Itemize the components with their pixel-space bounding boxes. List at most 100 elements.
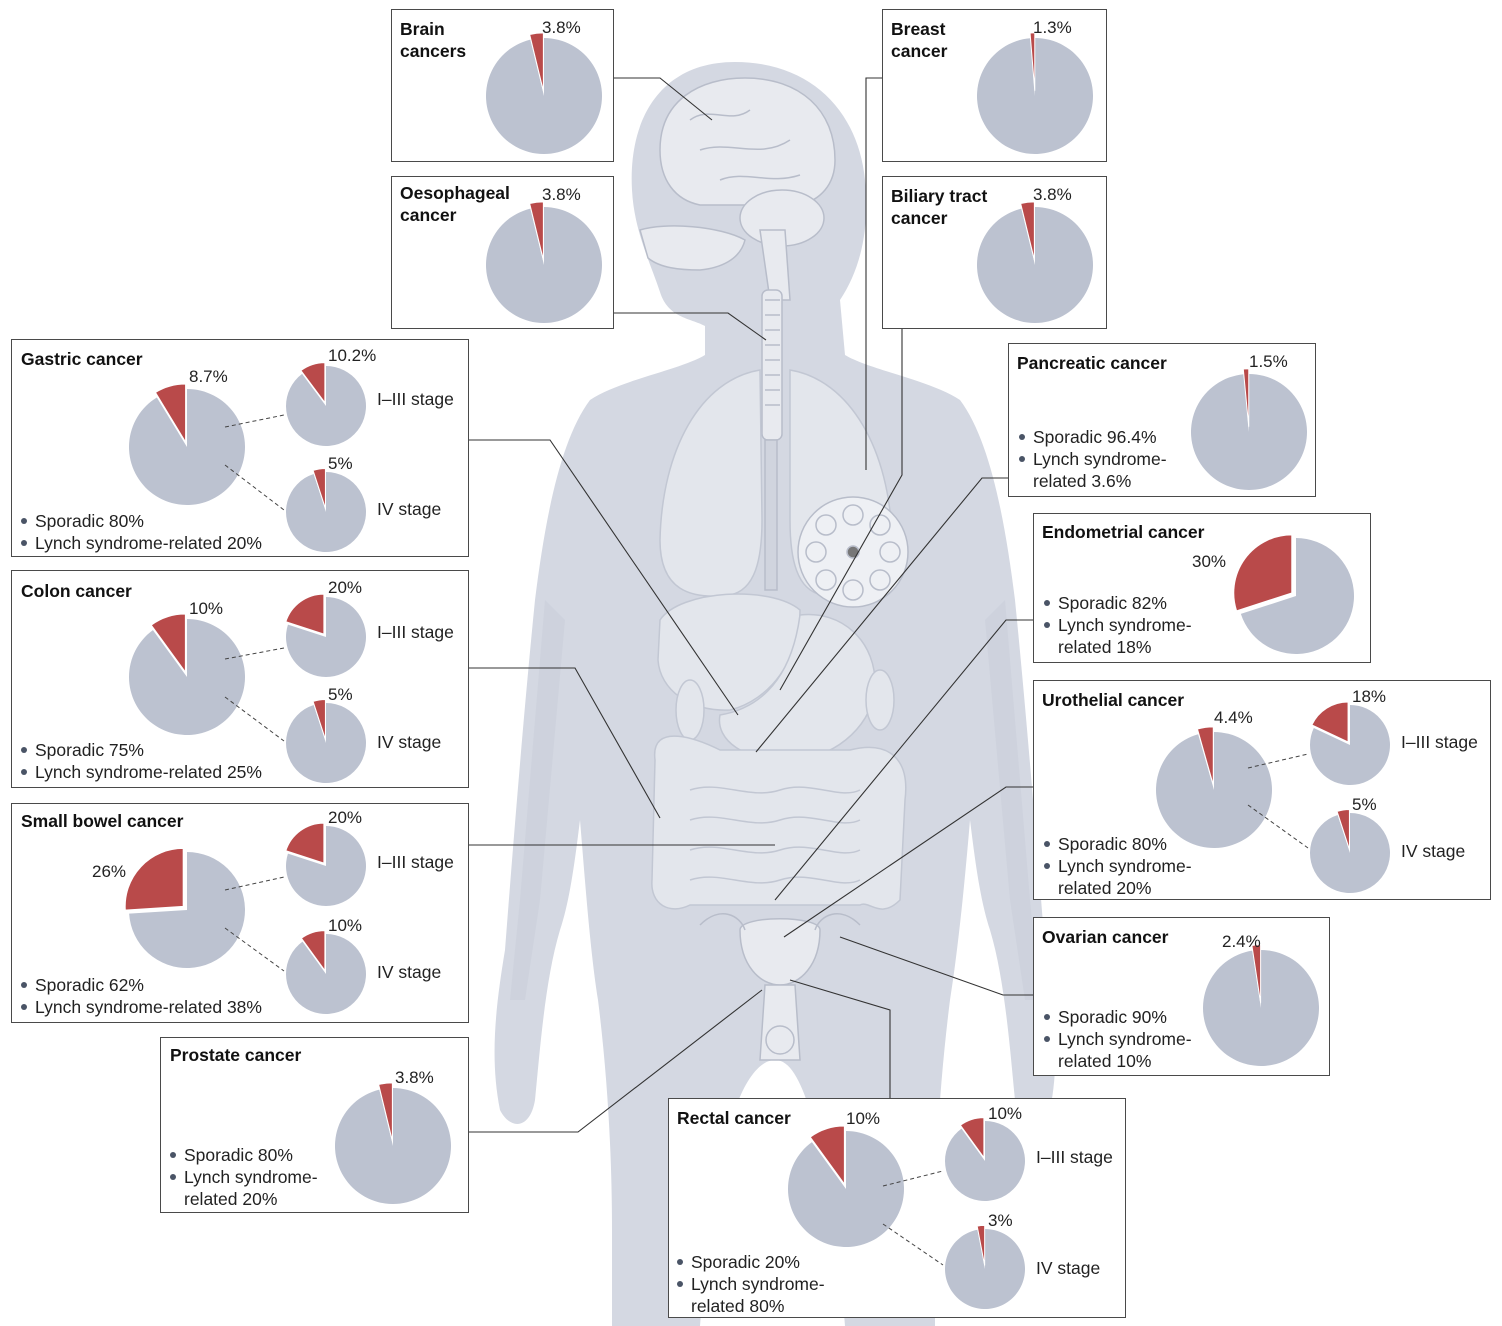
pie-percent-label: 1.3% [1033, 18, 1072, 37]
bullet-sporadic: Sporadic 75% [21, 739, 262, 761]
pie-slice-lynch [1336, 808, 1350, 850]
pie-chart-stage-early [286, 362, 366, 446]
bullet-sporadic: Sporadic 80% [1044, 833, 1192, 855]
bullet-sporadic: Sporadic 90% [1044, 1006, 1192, 1028]
panel-title: Endometrial cancer [1042, 522, 1205, 542]
bullet-list: Sporadic 80% Lynch syndrome- related 20% [1044, 833, 1192, 899]
bullet-list: Sporadic 82% Lynch syndrome- related 18% [1044, 592, 1192, 658]
pie-slice-lynch [300, 362, 326, 405]
dashed-link [224, 647, 285, 742]
pie-chart-overall [788, 1125, 904, 1247]
pie-chart [977, 201, 1093, 323]
bullet-lynch: Lynch syndrome- related 80% [677, 1273, 825, 1317]
panel-title: Brain cancers [400, 19, 467, 61]
dashed-link [882, 1170, 944, 1266]
pie-slice-sporadic [286, 826, 366, 906]
pie-percent-label: 20% [328, 808, 363, 827]
pie-percent-label: 26% [92, 862, 127, 881]
pie-slice-sporadic [286, 597, 366, 677]
panel-title: Oesophageal cancer [400, 183, 510, 225]
pie-chart-stage-late [286, 930, 366, 1014]
pie-slice-lynch [1020, 201, 1035, 260]
pie-chart [1191, 368, 1307, 490]
pie-slice-sporadic [1310, 813, 1390, 893]
pie-chart [1233, 534, 1354, 654]
dashed-link [1247, 753, 1309, 849]
panel-prostate-cancer: Prostate cancer 3.8% Sporadic 80% Lynch … [160, 1037, 469, 1213]
bullet-lynch: Lynch syndrome-related 20% [21, 532, 262, 554]
panel-title: Breast cancer [891, 19, 948, 61]
pie-percent-label: 3% [988, 1211, 1013, 1230]
stage-label-late: IV stage [377, 962, 442, 982]
breast-organ-icon [797, 496, 909, 608]
pie-slice-sporadic [286, 703, 366, 783]
pie-percent-label: 18% [1352, 687, 1387, 706]
pie-percent-label: 4.4% [1214, 708, 1253, 727]
pie-percent-label: 3.8% [395, 1068, 434, 1087]
pie-slice-sporadic [286, 472, 366, 552]
pie-chart-stage-early [945, 1117, 1025, 1201]
bullet-list: Sporadic 90% Lynch syndrome- related 10% [1044, 1006, 1192, 1072]
pie-slice-lynch [809, 1125, 845, 1186]
bullet-sporadic: Sporadic 20% [677, 1251, 825, 1273]
pie-slice-lynch [1251, 944, 1262, 1003]
pie-chart [486, 201, 602, 323]
panel-colon-cancer: Colon cancer 10% 20% 5% I–III stage IV s… [11, 570, 469, 788]
pie-percent-label: 8.7% [189, 367, 228, 386]
panel-title: Small bowel cancer [21, 811, 184, 831]
pie-slice-lynch [1242, 368, 1250, 427]
pie-chart [486, 32, 602, 154]
pie-slice-sporadic [1191, 374, 1307, 490]
stage-label-early: I–III stage [377, 389, 454, 409]
bullet-sporadic: Sporadic 80% [21, 510, 262, 532]
pie-percent-label: 5% [1352, 795, 1377, 814]
pie-slice-lynch [1311, 701, 1349, 743]
intestines-organ-icon [651, 735, 907, 910]
pie-slice-lynch [312, 698, 326, 740]
pie-slice-lynch [1029, 32, 1036, 91]
pie-slice-lynch [150, 613, 186, 674]
pie-percent-label: 10.2% [328, 346, 377, 365]
pie-chart [1203, 944, 1319, 1066]
panel-rectal-cancer: Rectal cancer 10% 10% 3% I–III stage IV … [668, 1098, 1126, 1318]
stage-label-late: IV stage [377, 732, 442, 752]
pie-slice-sporadic [1310, 705, 1390, 785]
pie-slice-lynch [154, 383, 187, 444]
pie-slice-sporadic [486, 207, 602, 323]
bullet-lynch: Lynch syndrome- related 10% [1044, 1028, 1192, 1072]
pie-slice-lynch [285, 822, 325, 864]
pie-percent-label: 5% [328, 685, 353, 704]
dashed-link [224, 876, 285, 972]
bullet-lynch: Lynch syndrome- related 18% [1044, 614, 1192, 658]
panel-title: Pancreatic cancer [1017, 353, 1167, 373]
panel-title: Gastric cancer [21, 349, 143, 369]
pie-percent-label: 3.8% [1033, 185, 1072, 204]
panel-title: Ovarian cancer [1042, 927, 1169, 947]
pie-slice-sporadic [286, 934, 366, 1014]
panel-breast-cancer: Breast cancer 1.3% [882, 9, 1107, 162]
bullet-list: Sporadic 96.4% Lynch syndrome- related 3… [1019, 426, 1167, 492]
bullet-lynch: Lynch syndrome- related 3.6% [1019, 448, 1167, 492]
panel-endometrial-cancer: Endometrial cancer 30% Sporadic 82% Lync… [1033, 513, 1371, 663]
bullet-list: Sporadic 75% Lynch syndrome-related 25% [21, 739, 262, 783]
pie-chart-overall [128, 613, 245, 735]
panel-pancreatic-cancer: Pancreatic cancer 1.5% Sporadic 96.4% Ly… [1008, 343, 1316, 497]
pie-slice-sporadic [128, 619, 245, 735]
stage-label-late: IV stage [1036, 1258, 1101, 1278]
pie-chart [335, 1082, 451, 1204]
panel-title: Urothelial cancer [1042, 690, 1184, 710]
pie-percent-label: 10% [328, 916, 363, 935]
bullet-lynch: Lynch syndrome-related 25% [21, 761, 262, 783]
stage-label-early: I–III stage [1401, 732, 1478, 752]
pie-chart-overall [1156, 726, 1272, 848]
pie-slice-lynch [124, 847, 184, 911]
pie-slice-lynch [1233, 534, 1293, 612]
pie-percent-label: 10% [846, 1109, 881, 1128]
pie-slice-sporadic [335, 1088, 451, 1204]
pie-percent-label: 10% [988, 1104, 1023, 1123]
panel-title: Colon cancer [21, 581, 132, 601]
pie-slice-sporadic [788, 1131, 904, 1247]
pie-slice-sporadic [1203, 950, 1319, 1066]
pie-chart-stage-late [1310, 808, 1390, 893]
